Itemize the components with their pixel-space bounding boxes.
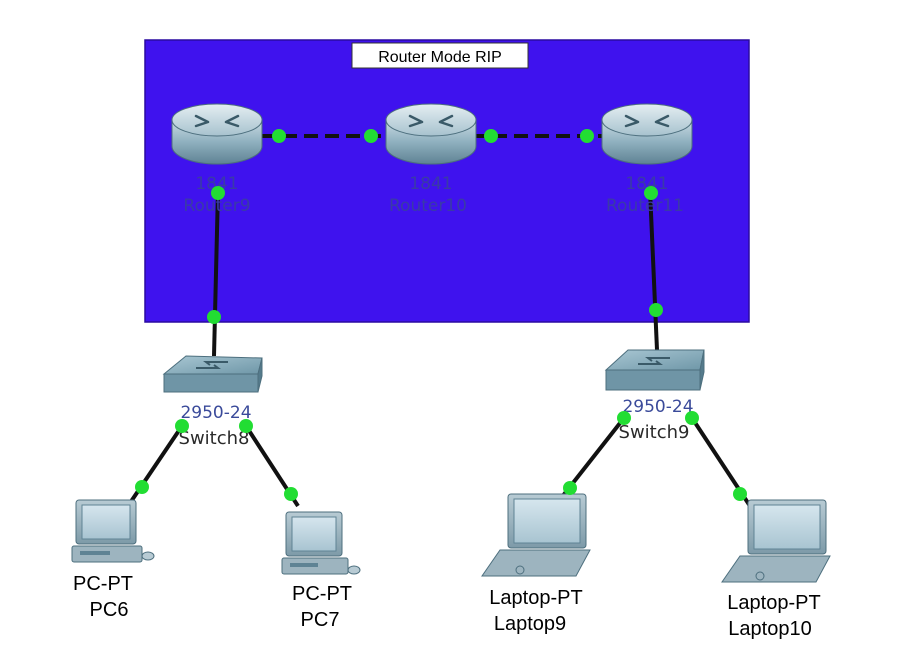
switch8[interactable]: 2950-24 Switch8 xyxy=(162,355,263,449)
pc7-name: PC7 xyxy=(301,609,340,631)
laptop9-name: Laptop9 xyxy=(494,613,566,635)
switch-icon xyxy=(162,355,263,393)
router10[interactable]: 1841 Router10 xyxy=(385,103,477,216)
link-light xyxy=(175,419,189,433)
rip-area-label: Router Mode RIP xyxy=(378,49,502,66)
switch9[interactable]: 2950-24 Switch9 xyxy=(604,349,705,443)
link-switch8-pc6[interactable] xyxy=(126,424,184,508)
link-light xyxy=(239,419,253,433)
laptop-icon xyxy=(481,493,591,577)
router-icon xyxy=(385,103,477,165)
laptop10-type: Laptop-PT xyxy=(727,592,820,614)
link-light xyxy=(484,129,498,143)
laptop-icon xyxy=(721,499,831,583)
router11-name: Router11 xyxy=(606,196,684,216)
link-light xyxy=(733,487,747,501)
switch-icon xyxy=(604,349,705,391)
switch9-model: 2950-24 xyxy=(622,397,693,417)
router10-name: Router10 xyxy=(389,196,467,216)
link-light xyxy=(211,186,225,200)
link-light xyxy=(644,186,658,200)
router9[interactable]: 1841 Router9 xyxy=(171,103,263,216)
switch8-name: Switch8 xyxy=(179,428,250,449)
link-light xyxy=(284,487,298,501)
router-icon xyxy=(601,103,693,165)
link-light xyxy=(649,303,663,317)
link-light xyxy=(563,481,577,495)
link-router11-switch9[interactable] xyxy=(648,189,659,351)
pc7[interactable]: PC-PT PC7 xyxy=(281,511,361,631)
link-lights xyxy=(135,129,747,501)
switch8-model: 2950-24 xyxy=(180,403,251,423)
pc6-name: PC6 xyxy=(90,599,129,621)
link-light xyxy=(207,310,221,324)
laptop9-type: Laptop-PT xyxy=(489,587,582,609)
pc7-type: PC-PT xyxy=(292,583,352,605)
rip-area-label-box xyxy=(351,42,529,69)
switch9-name: Switch9 xyxy=(619,422,690,443)
router9-model: 1841 xyxy=(195,174,238,194)
link-light xyxy=(617,411,631,425)
rip-area-background xyxy=(144,39,750,323)
link-light xyxy=(364,129,378,143)
link-light xyxy=(580,129,594,143)
link-light xyxy=(685,411,699,425)
link-light xyxy=(135,480,149,494)
pc-icon xyxy=(71,499,155,563)
laptop10[interactable]: Laptop-PT Laptop10 xyxy=(721,499,831,640)
pc6-type: PC-PT xyxy=(73,573,133,595)
pc6[interactable]: PC-PT PC6 xyxy=(71,499,155,621)
router10-model: 1841 xyxy=(409,174,452,194)
pc-icon xyxy=(281,511,361,575)
link-router9-switch8[interactable] xyxy=(212,189,220,357)
router9-name: Router9 xyxy=(183,196,250,216)
rip-area: Router Mode RIP xyxy=(144,39,750,323)
router11-model: 1841 xyxy=(625,174,668,194)
link-light xyxy=(272,129,286,143)
laptop9[interactable]: Laptop-PT Laptop9 xyxy=(481,493,591,635)
router-icon xyxy=(171,103,263,165)
router11[interactable]: 1841 Router11 xyxy=(601,103,693,216)
laptop10-name: Laptop10 xyxy=(728,618,811,640)
